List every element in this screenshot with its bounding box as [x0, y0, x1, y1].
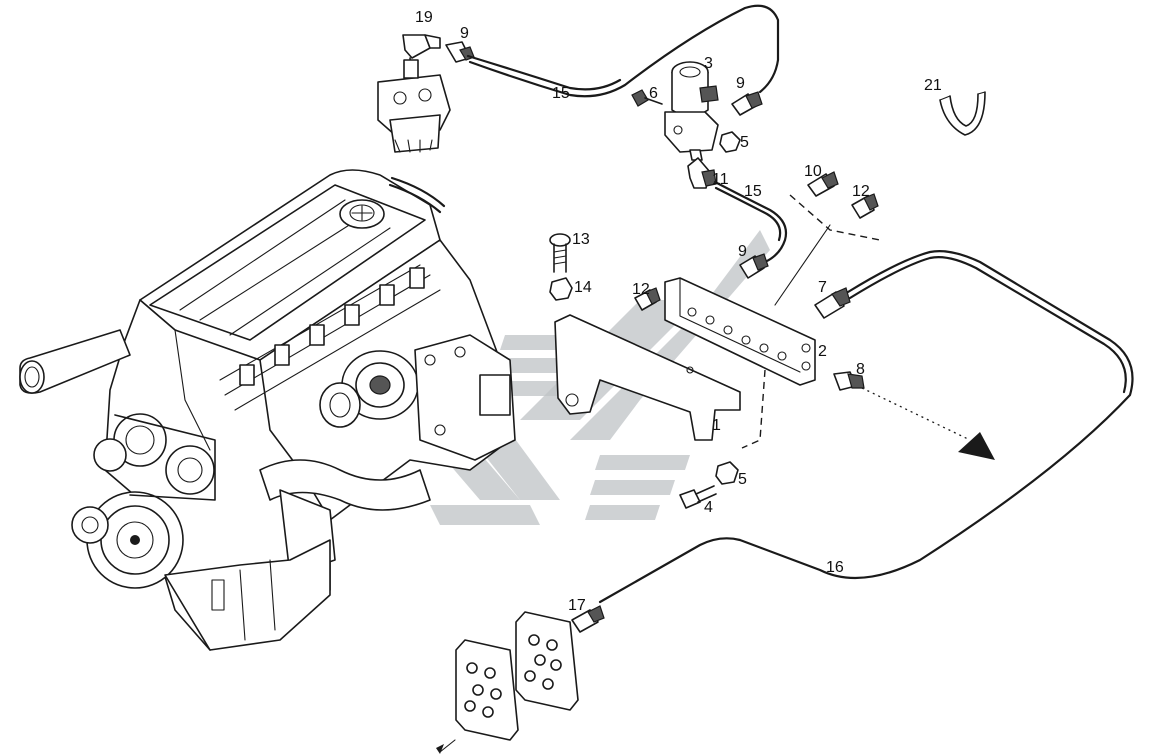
callout-9: 9: [460, 25, 469, 42]
injector-row: [239, 267, 425, 386]
callout-10: 10: [804, 163, 822, 180]
nut-14: [549, 277, 573, 301]
callout-17: 17: [568, 597, 586, 614]
fitting-9-mid: [739, 253, 769, 279]
group-bracket-dashed: [789, 194, 881, 241]
callout-2: 2: [818, 343, 827, 360]
callout-7: 7: [818, 279, 827, 296]
callout-15: 15: [744, 183, 762, 200]
callout-9: 9: [736, 75, 745, 92]
callout-8: 8: [856, 361, 865, 378]
bolt-4: [679, 485, 717, 509]
callout-5: 5: [738, 471, 747, 488]
callout-19: 19: [415, 9, 433, 26]
engine-assembly: [19, 169, 516, 651]
callout-15: 15: [552, 85, 570, 102]
fitting-8: [833, 371, 865, 391]
callout-21: 21: [924, 77, 942, 94]
leader-line-bracket: [774, 224, 831, 306]
callout-5: 5: [740, 134, 749, 151]
callout-11: 11: [712, 171, 729, 188]
fitting-7: [814, 287, 851, 319]
pipe-16: [598, 250, 1134, 604]
leader-dashed-bracket: [741, 369, 766, 449]
callout-labels: 19 9 15 3 9 6 5 11 15 10 12 21 13 14 9 1…: [415, 9, 942, 614]
fitting-10: [807, 171, 839, 197]
fitting-12-lower: [634, 287, 661, 311]
bracket-2: [664, 277, 816, 386]
bolt-13: [549, 233, 571, 273]
solenoid-valve: [664, 61, 719, 161]
fitting-12-upper: [851, 193, 879, 219]
callout-13: 13: [572, 231, 590, 248]
bracket-1: [554, 314, 741, 441]
pipe-15-lower: [713, 180, 788, 264]
hose-21: [939, 91, 986, 136]
nut-5-lower: [715, 461, 739, 485]
callout-14: 14: [574, 279, 592, 296]
dotted-arrow-line: [861, 387, 971, 441]
bolt-6: [631, 89, 663, 107]
callout-12: 12: [632, 281, 650, 298]
callout-9: 9: [738, 243, 747, 260]
fuel-filter: [377, 34, 451, 153]
elbow-11: [687, 157, 717, 189]
callout-4: 4: [704, 499, 713, 516]
callout-12: 12: [852, 183, 870, 200]
callout-3: 3: [704, 55, 713, 72]
callout-1: 1: [712, 417, 721, 434]
fitting-17: [571, 605, 605, 633]
callout-6: 6: [649, 85, 658, 102]
arrow-head: [958, 432, 995, 460]
fitting-9-top: [445, 41, 475, 63]
fitting-9-right: [731, 91, 763, 116]
nut-5-upper: [719, 131, 741, 153]
front-pulleys: [71, 413, 216, 589]
callout-16: 16: [826, 559, 844, 576]
mounting-plates: [455, 611, 579, 741]
pipe-15-upper: [468, 4, 780, 98]
